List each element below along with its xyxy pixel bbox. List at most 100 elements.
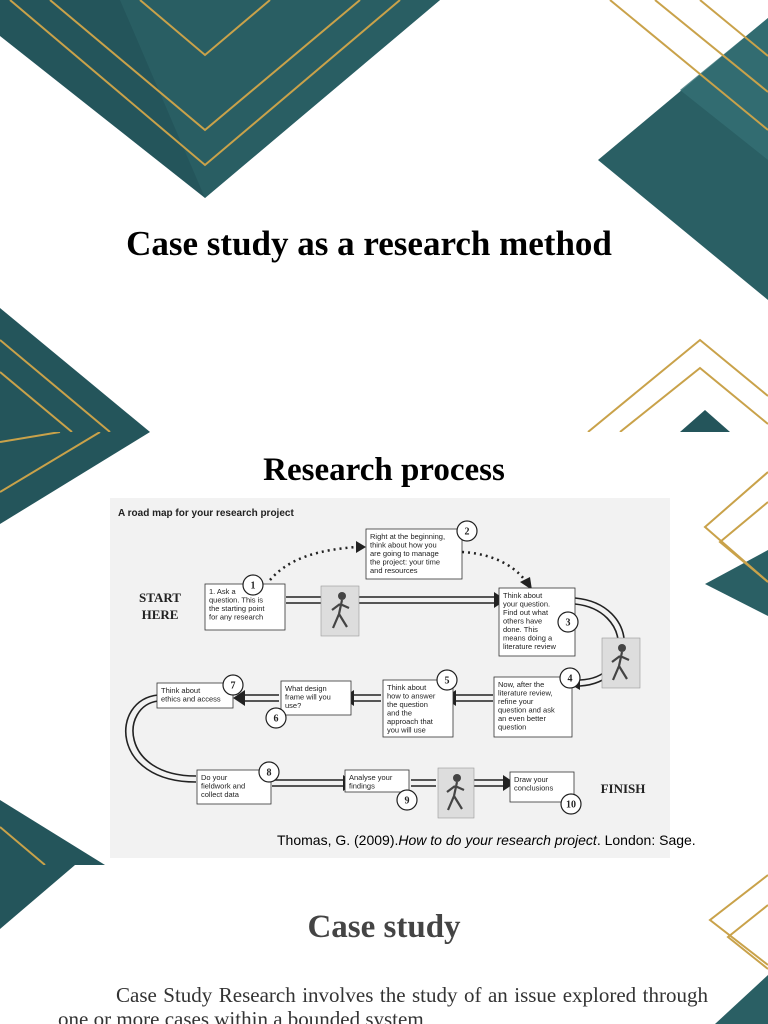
step-number: 1 [251, 581, 256, 592]
step-text-line: 1. Ask a [209, 587, 237, 596]
step-text-line: an even better [498, 714, 546, 723]
runner-figure-1 [320, 585, 360, 637]
step-text-line: literature review [503, 642, 557, 651]
arrowhead-row2-3 [233, 690, 245, 706]
teal-diamond-right-light [680, 18, 768, 160]
step-text-line: findings [349, 782, 375, 791]
step-number-circle [559, 667, 581, 689]
gold-left-bottom [0, 826, 46, 865]
slide-2-decoration [0, 432, 768, 865]
road-lines [125, 596, 626, 787]
citation-author: Thomas, G. (2009). [277, 832, 399, 848]
step-text-line: the question [387, 700, 428, 709]
step-text-line: the project: your time [370, 558, 440, 567]
gold-right-chevron-2 [718, 501, 768, 583]
step-text-line: Think about [387, 683, 427, 692]
roadmap-step-2: Right at the beginning,think about how y… [365, 520, 478, 580]
step-text-line: others have [503, 617, 542, 626]
road-curve-left-a [125, 694, 197, 783]
step-text-line: Right at the beginning, [370, 532, 445, 541]
step-text-line: Do your [201, 773, 228, 782]
step-text-line: for any research [209, 613, 263, 622]
gold-chevron-1 [139, 0, 271, 57]
citation-book-title: How to do your research project [398, 832, 597, 848]
slide-3-title: Case study [307, 909, 461, 945]
gold-right-chevron-a [708, 874, 768, 966]
step-text-line: Now, after the [498, 680, 544, 689]
step-text-line: literature review, [498, 689, 553, 698]
step-text-line: use? [285, 701, 301, 710]
slide-1: Case study as a research method [0, 0, 768, 432]
teal-right-bottom [715, 975, 768, 1024]
step-text-line: how to answer [387, 692, 436, 701]
gold-left-2 [0, 371, 73, 432]
gold-line-right-1 [609, 0, 768, 131]
step-number: 3 [566, 618, 571, 629]
step-number: 6 [274, 714, 279, 725]
step-text-line: collect data [201, 790, 240, 799]
step-text-line: question. This is [209, 596, 263, 605]
teal-small-triangle [680, 410, 730, 432]
teal-right-diamond [705, 550, 768, 616]
slide-1-title: Case study as a research method [126, 224, 612, 263]
step-number: 5 [445, 676, 450, 687]
slide-3-body-text: Case Study Research involves the study o… [58, 983, 708, 1024]
step-text-line: Find out what [503, 608, 549, 617]
step-box [280, 680, 352, 716]
step-text-line: refine your [498, 697, 534, 706]
roadmap-heading: A road map for your research project [118, 508, 294, 519]
step-text-line: you will use [387, 726, 426, 735]
slide-2-title: Research process [263, 452, 505, 488]
step-number-circle [258, 761, 280, 783]
step-text-line: question [498, 723, 526, 732]
research-roadmap-diagram: A road map for your research project STA… [118, 508, 646, 819]
step-box [196, 769, 272, 805]
step-text-line: What design [285, 684, 327, 693]
runner-figure-3 [437, 767, 475, 819]
slide-2: Research process A road map for your res… [0, 432, 768, 865]
teal-left-wedge [0, 432, 150, 524]
step-text-line: Think about [503, 591, 543, 600]
step-number: 9 [405, 796, 410, 807]
step-number-circle [242, 574, 264, 596]
finish-label: FINISH [601, 781, 646, 796]
road-curve-left-b [132, 700, 197, 777]
step-text-line: fieldwork and [201, 782, 245, 791]
gold-left-upper-2 [0, 432, 101, 493]
gold-right-lower-2 [619, 366, 768, 432]
step-text-line: Think about [161, 686, 201, 695]
gold-right-chevron-b [726, 904, 768, 970]
dotted-arrowhead-2 [520, 577, 532, 590]
step-text-line: and the [387, 709, 412, 718]
gold-chevron-3 [9, 0, 401, 167]
start-label-line1: START [139, 590, 181, 605]
runner-figure-2 [601, 637, 641, 689]
step-box [344, 769, 410, 793]
step-text-line: think about how you [370, 541, 437, 550]
step-box [382, 679, 454, 738]
step-text-line: conclusions [514, 784, 553, 793]
dotted-arc-2-to-3 [461, 550, 528, 583]
step-number-circle [265, 707, 287, 729]
step-text-line: question and ask [498, 706, 555, 715]
citation-publisher: . London: Sage. [596, 832, 696, 848]
step-text-line: your question. [503, 600, 550, 609]
step-text-line: Analyse your [349, 773, 393, 782]
step-text-line: and resources [370, 566, 418, 575]
gold-right-lower-1 [587, 338, 768, 432]
step-number: 7 [231, 681, 236, 692]
gold-chevron-2 [49, 0, 361, 132]
slide-3-decoration [0, 865, 768, 1024]
step-box [365, 528, 463, 580]
gold-line-right-2 [654, 0, 768, 93]
step-text-line: Draw your [514, 775, 549, 784]
step-box [156, 682, 234, 709]
